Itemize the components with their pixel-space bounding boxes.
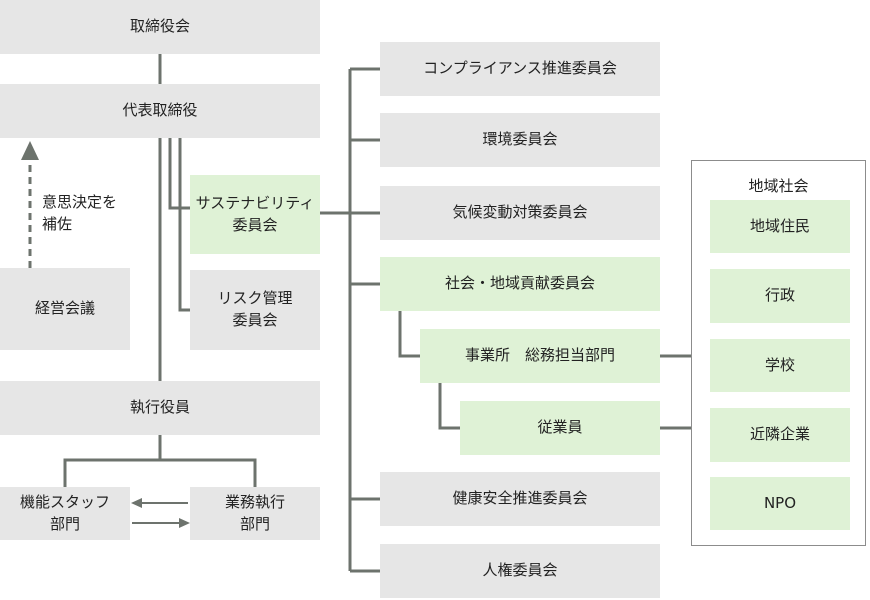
management-meeting-box: 経営会議 [0, 268, 130, 350]
executive-officers-label: 執行役員 [129, 398, 190, 417]
executive-officers-box: 執行役員 [0, 381, 320, 435]
sustainability-committee-label: サステナビリティ 委員会 [195, 193, 315, 234]
sites-dept-label: 事業所 総務担当部門 [464, 346, 615, 365]
president-label: 代表取締役 [122, 101, 198, 120]
environment-committee-box: 環境委員会 [380, 113, 660, 167]
business-depts-label: 業務執行 部門 [224, 492, 285, 533]
business-depts-box: 業務執行 部門 [190, 487, 320, 540]
community-member: 地域住民 [710, 200, 850, 253]
line-president-sustainability [168, 138, 190, 210]
community-member-label: 学校 [764, 355, 795, 374]
social-committee-label: 社会・地域貢献委員会 [444, 274, 595, 293]
line-president-risk [178, 138, 190, 312]
sites-dept-box: 事業所 総務担当部門 [420, 329, 660, 383]
climate-committee-label: 気候変動対策委員会 [452, 203, 588, 222]
risk-committee-box: リスク管理 委員会 [190, 270, 320, 350]
climate-committee-box: 気候変動対策委員会 [380, 186, 660, 240]
line-exec-depts [63, 458, 257, 487]
health-committee-label: 健康安全推進委員会 [452, 489, 588, 508]
community-member: 近隣企業 [710, 408, 850, 462]
sustainability-committee-box: サステナビリティ 委員会 [190, 175, 320, 254]
staff-depts-label: 機能スタッフ 部門 [19, 492, 110, 533]
human-rights-committee-box: 人権委員会 [380, 544, 660, 598]
line-social-sites [398, 311, 420, 358]
community-member-label: NPO [763, 493, 797, 512]
staff-depts-box: 機能スタッフ 部門 [0, 487, 130, 540]
human-rights-committee-label: 人権委員会 [482, 561, 558, 580]
employees-box: 従業員 [460, 401, 660, 455]
management-meeting-label: 経営会議 [34, 299, 95, 318]
arrow-to-staff-head [131, 498, 142, 508]
risk-committee-label: リスク管理 委員会 [217, 289, 293, 329]
environment-committee-label: 環境委員会 [482, 130, 558, 149]
advice-arrow-head [21, 141, 39, 160]
community-title: 地域社会 [748, 177, 809, 195]
advice-label: 意思決定を 補佐 [42, 193, 118, 233]
compliance-committee-box: コンプライアンス推進委員会 [380, 42, 660, 96]
line-sites-employees [438, 383, 460, 430]
president-box: 代表取締役 [0, 84, 320, 138]
community-member: 学校 [710, 339, 850, 392]
arrow-to-business-head [179, 518, 190, 528]
compliance-committee-label: コンプライアンス推進委員会 [423, 59, 617, 78]
community-member-label: 地域住民 [749, 216, 810, 235]
social-committee-box: 社会・地域貢献委員会 [380, 257, 660, 311]
community-member: NPO [710, 477, 850, 530]
community-member: 行政 [710, 269, 850, 323]
employees-label: 従業員 [537, 418, 583, 437]
board-label: 取締役会 [129, 17, 190, 36]
health-committee-box: 健康安全推進委員会 [380, 472, 660, 526]
board-box: 取締役会 [0, 0, 320, 54]
community-member-label: 行政 [764, 286, 795, 305]
community-member-label: 近隣企業 [749, 425, 810, 444]
